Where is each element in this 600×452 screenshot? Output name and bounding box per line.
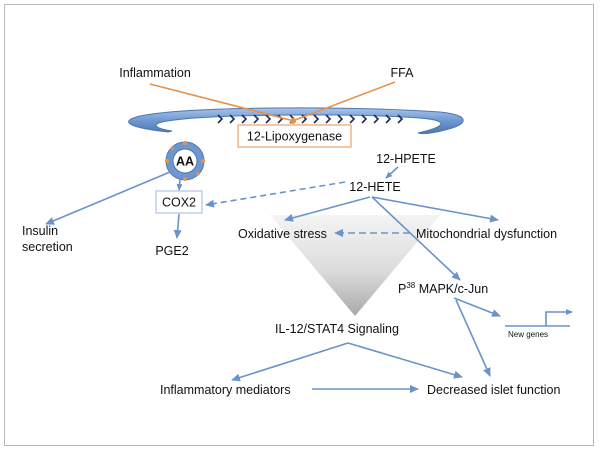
arrow-hete-to-p38 bbox=[371, 196, 461, 281]
arrow-il12-to-islet bbox=[347, 342, 463, 379]
arrow-p38-to-islet bbox=[455, 299, 491, 377]
inflammation-label: Inflammation bbox=[119, 66, 191, 80]
arrow-hpete-to-hete bbox=[385, 166, 399, 179]
aa-inner-circle bbox=[172, 148, 198, 174]
arrow-cox2-to-pge2 bbox=[173, 213, 182, 239]
cox2-label: COX2 bbox=[162, 196, 196, 210]
arrow-aa-to-cox2 bbox=[176, 179, 183, 191]
hete-label: 12-HETE bbox=[349, 180, 400, 194]
p38-prefix: P bbox=[398, 282, 406, 296]
p38-label: P38 MAPK/c-Jun bbox=[398, 281, 488, 296]
cell-membrane bbox=[128, 107, 464, 135]
il12-signaling-label: IL-12/STAT4 Signaling bbox=[275, 322, 399, 336]
lipoxygenase-label: 12-Lipoxygenase bbox=[247, 130, 342, 144]
p38-suffix: MAPK/c-Jun bbox=[415, 282, 488, 296]
arrow-hete-to-cox2 bbox=[205, 181, 346, 208]
arrow-p38-to-new-genes bbox=[453, 297, 501, 317]
decreased-islet-function-label: Decreased islet function bbox=[427, 383, 560, 397]
lipoxygenase-box bbox=[237, 124, 352, 148]
arrow-hete-to-oxidative bbox=[284, 196, 371, 222]
pge2-label: PGE2 bbox=[155, 244, 188, 258]
gene-promoter-icon bbox=[505, 309, 573, 327]
arrow-aa-to-insulin bbox=[45, 171, 171, 225]
aa-label: AA bbox=[176, 155, 194, 169]
new-genes-label: New genes bbox=[508, 330, 548, 339]
ffa-label: FFA bbox=[391, 66, 415, 80]
cox2-box bbox=[155, 190, 203, 214]
oxidative-stress-label: Oxidative stress bbox=[238, 227, 327, 241]
junction-dot bbox=[290, 118, 296, 124]
hpete-label: 12-HPETE bbox=[376, 152, 436, 166]
arrow-hete-to-mito bbox=[371, 196, 499, 223]
mitochondrial-dysfunction-label: Mitochondrial dysfunction bbox=[416, 227, 557, 241]
aa-ring-dots bbox=[165, 141, 205, 181]
insulin-label-line1: Insulin bbox=[22, 224, 58, 238]
inflammation-line bbox=[149, 83, 291, 121]
ffa-line bbox=[294, 81, 396, 121]
pathway-arrows bbox=[45, 166, 501, 393]
arrow-il12-to-mediators bbox=[231, 342, 349, 382]
p38-superscript: 38 bbox=[406, 281, 415, 290]
inflammatory-mediators-label: Inflammatory mediators bbox=[160, 383, 291, 397]
insulin-label-line2: secretion bbox=[22, 240, 73, 254]
signaling-funnel bbox=[270, 215, 440, 316]
